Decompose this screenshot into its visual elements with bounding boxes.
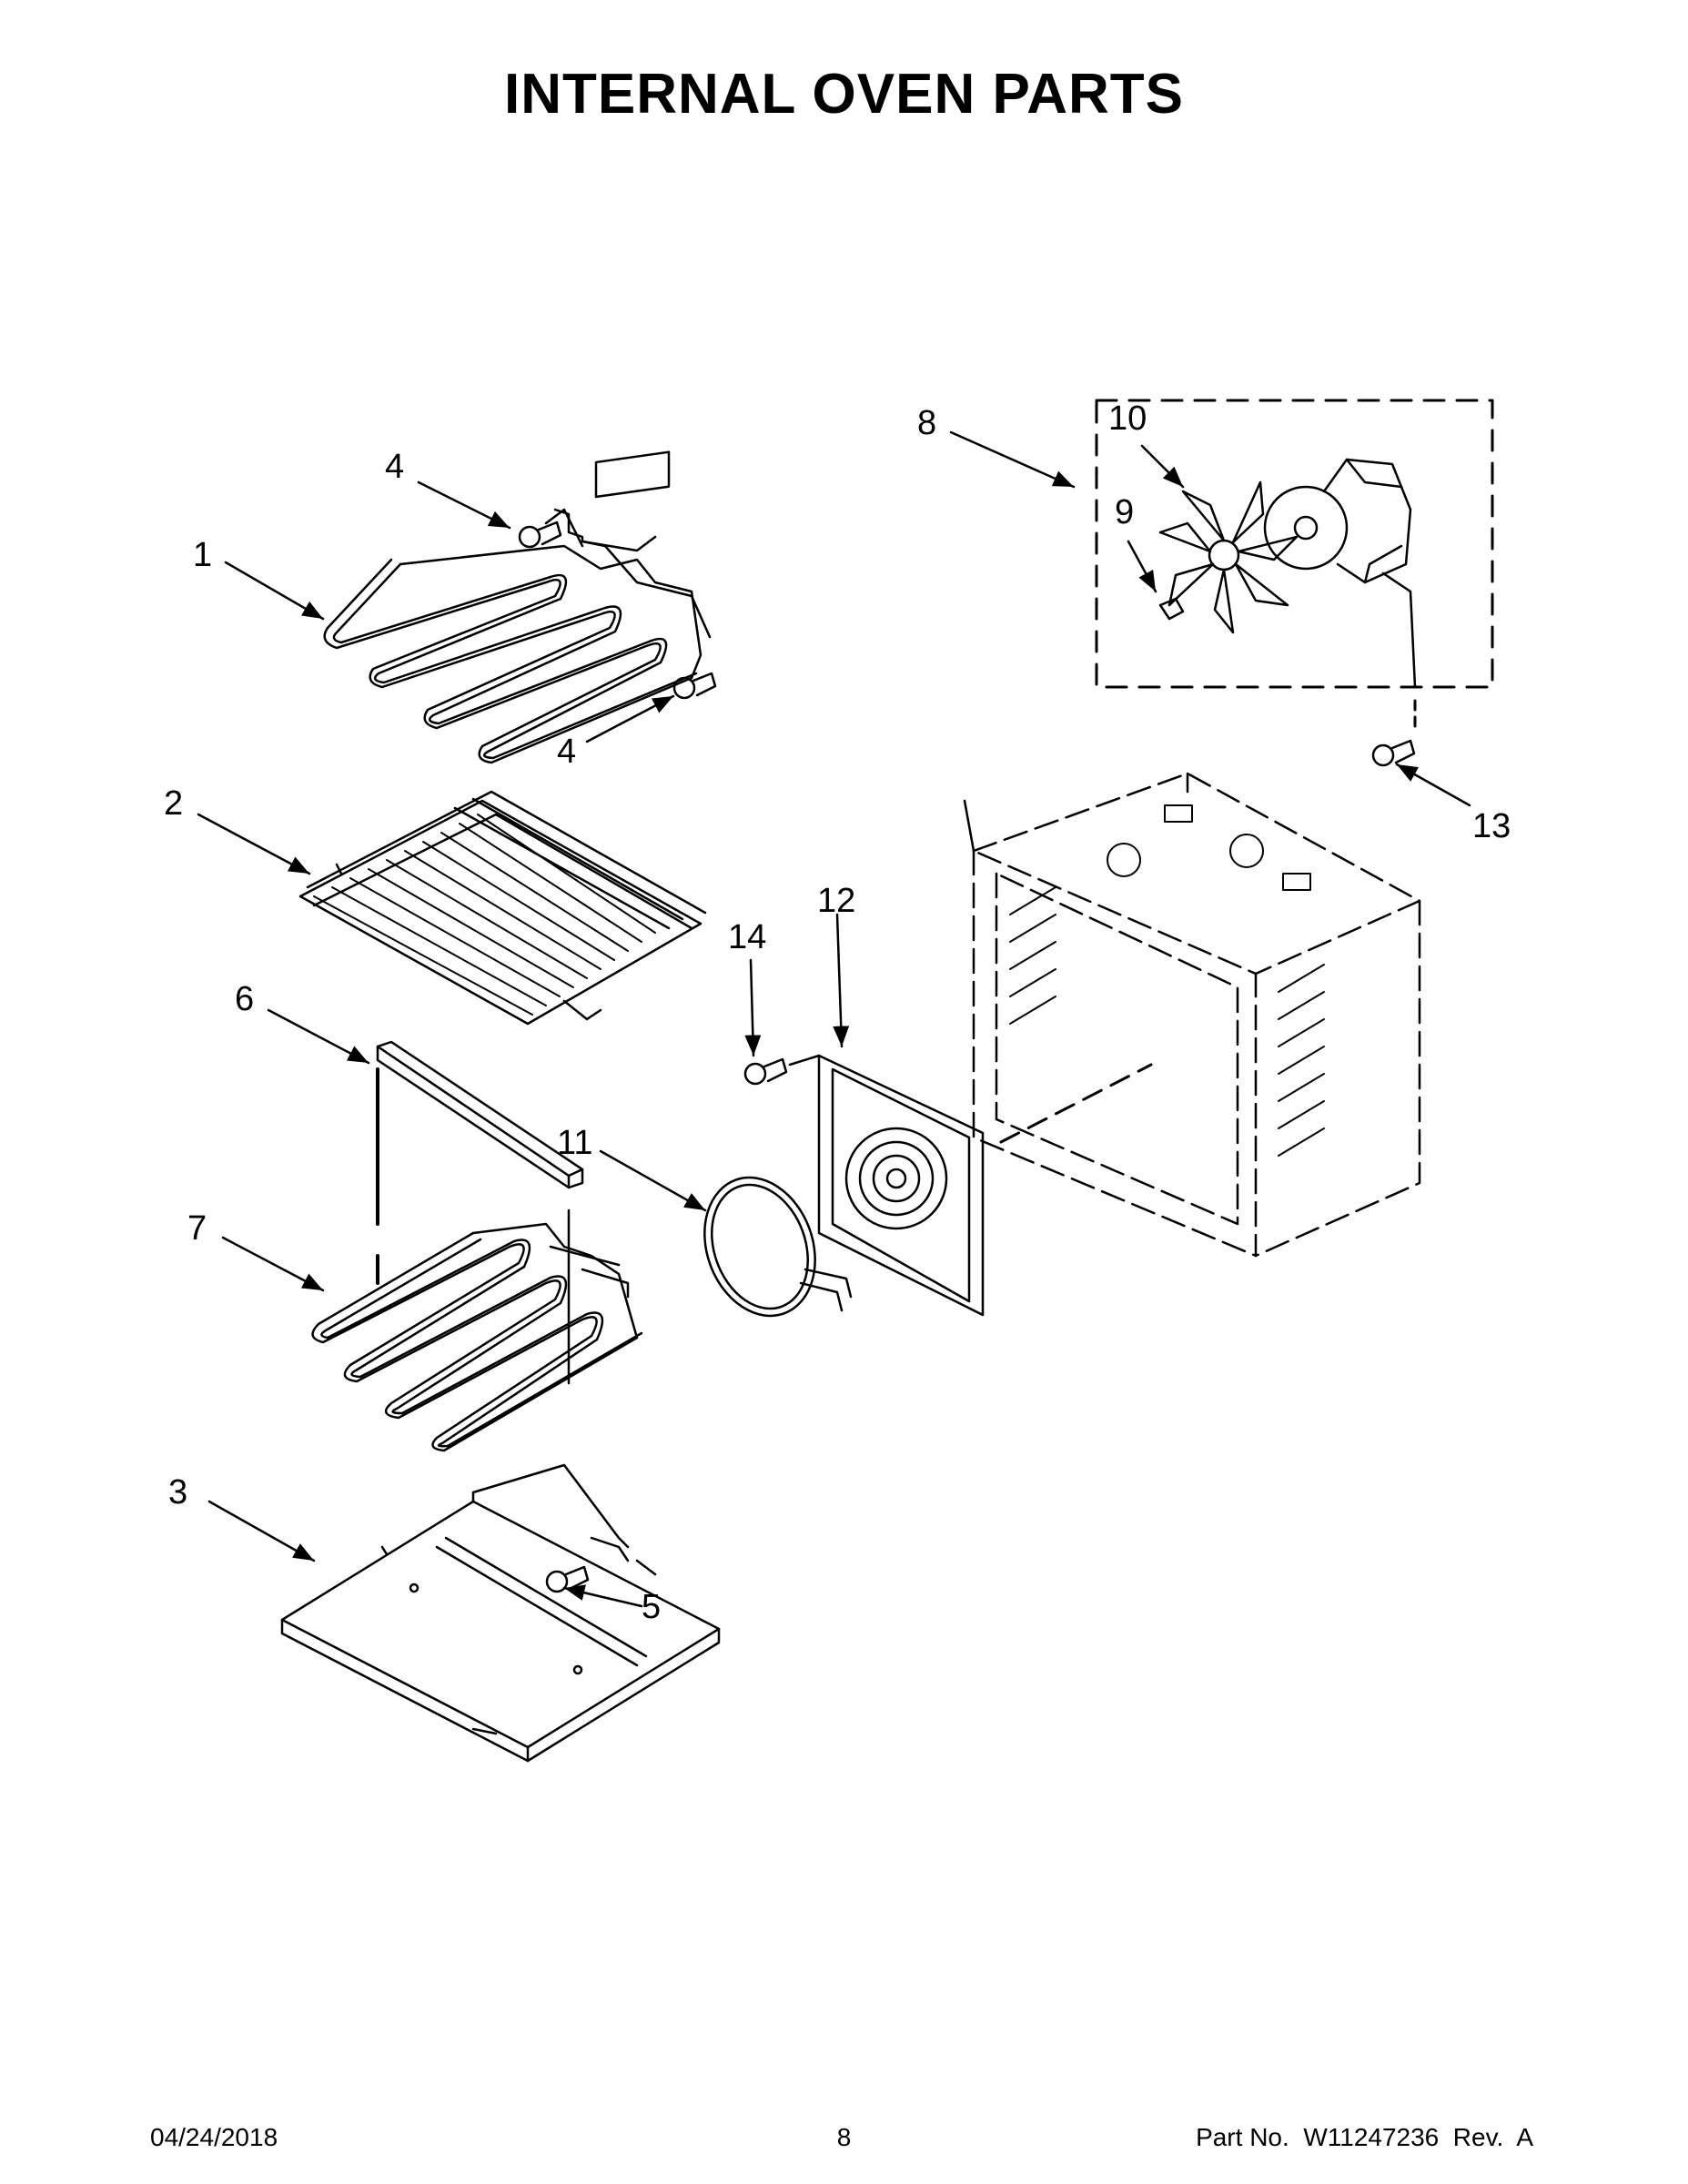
fan-nut [1158, 597, 1185, 621]
cavity-edge [963, 799, 975, 853]
screw-4-upper [518, 521, 562, 549]
callout-11: 11 [557, 1124, 592, 1162]
callout-2: 2 [164, 784, 183, 823]
callout-labels: 1 2 3 4 4 5 6 7 8 9 10 11 12 13 14 [164, 399, 1511, 1626]
callout-1: 1 [193, 536, 212, 574]
callout-4-upper: 4 [385, 448, 404, 486]
fan-motor [1263, 458, 1417, 689]
bottom-panel [280, 1463, 721, 1763]
lower-heating-element [311, 1208, 643, 1452]
page-title: INTERNAL OVEN PARTS [504, 63, 1184, 126]
callout-14: 14 [728, 918, 766, 956]
callout-10: 10 [1108, 399, 1147, 438]
footer-page-number: 8 [836, 2123, 852, 2151]
callout-6: 6 [235, 980, 254, 1018]
screw-13 [1371, 739, 1416, 767]
assembly-line-14 [788, 1054, 821, 1067]
footer-date: 04/24/2018 [150, 2123, 278, 2151]
upper-heating-element [323, 450, 712, 764]
fan-assembly-box [1095, 399, 1494, 689]
assembly-line-12 [999, 1063, 1153, 1144]
footer-part-number: Part No. W11247236 Rev. A [1196, 2123, 1533, 2151]
rear-panel [817, 1054, 985, 1317]
callout-13: 13 [1472, 807, 1511, 845]
leader-arrows [197, 430, 1471, 1608]
callout-7: 7 [187, 1209, 207, 1248]
callout-5: 5 [642, 1588, 661, 1626]
cavity-rack-guides [1009, 804, 1325, 1157]
callout-9: 9 [1115, 493, 1134, 531]
callout-8: 8 [917, 404, 936, 442]
screw-5 [545, 1565, 590, 1593]
callout-12: 12 [817, 882, 855, 920]
oven-cavity [972, 772, 1421, 1258]
element-shield [376, 1040, 584, 1189]
callout-3: 3 [168, 1473, 187, 1512]
convection-ring-element [703, 1176, 853, 1318]
screw-14 [743, 1057, 788, 1086]
oven-rack [298, 790, 707, 1026]
callout-4-lower: 4 [557, 733, 576, 771]
screw-4-lower [672, 672, 717, 700]
